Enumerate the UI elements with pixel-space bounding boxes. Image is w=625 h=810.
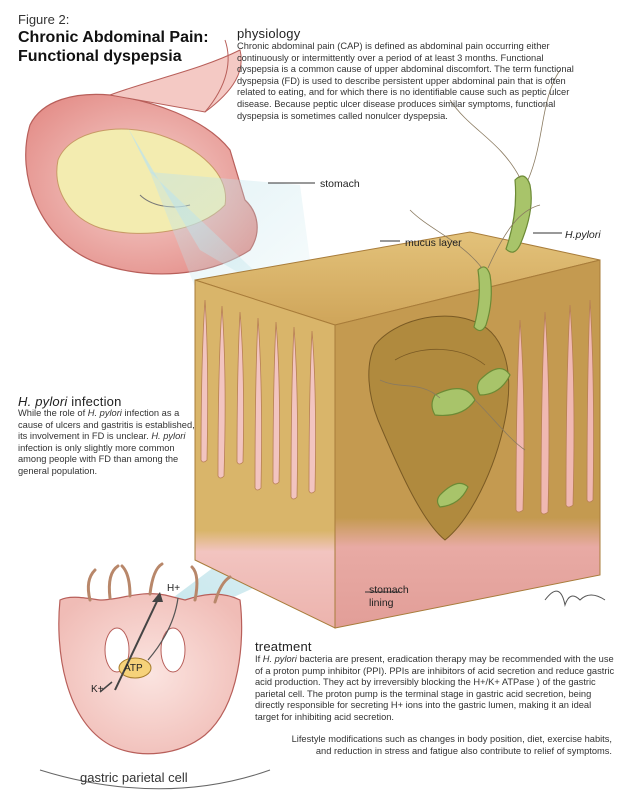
label-stomach: stomach bbox=[320, 178, 360, 190]
label-atp: ATP bbox=[124, 663, 143, 674]
hp-body-em-2: H. pylori bbox=[151, 431, 186, 442]
figure-title: Chronic Abdominal Pain: Functional dyspe… bbox=[18, 29, 209, 65]
label-hpylori: H.pylori bbox=[565, 229, 601, 241]
artist-signature bbox=[544, 590, 606, 607]
label-h-ion: H+ bbox=[167, 583, 181, 594]
label-mucus-layer: mucus layer bbox=[405, 237, 462, 249]
figure-label: Figure 2: bbox=[18, 12, 70, 27]
treatment-title: treatment bbox=[255, 639, 312, 654]
hp-body-2: infection as a cause of ulcers and gastr… bbox=[18, 408, 195, 442]
tr-body-1: If bbox=[255, 654, 263, 664]
callout-lines bbox=[268, 182, 562, 593]
hp-body-1: While the role of bbox=[18, 408, 88, 418]
physiology-title: physiology bbox=[237, 26, 301, 41]
hpylori-bacteria bbox=[431, 175, 532, 508]
tissue-block bbox=[194, 231, 601, 629]
physiology-body: Chronic abdominal pain (CAP) is defined … bbox=[237, 41, 574, 121]
label-k-ion: K+ bbox=[91, 684, 104, 695]
hpylori-infection-body: While the role of H. pylori infection as… bbox=[18, 408, 203, 478]
hpylori-infection-title: H. pylori infection bbox=[18, 394, 122, 409]
label-gastric-parietal-cell: gastric parietal cell bbox=[80, 770, 188, 785]
hpylori-title-italic: H. pylori bbox=[18, 394, 68, 409]
tr-body-em-1: H. pylori bbox=[262, 654, 297, 664]
label-stomach-lining: stomach lining bbox=[369, 584, 409, 609]
hpylori-title-rest: infection bbox=[67, 394, 122, 409]
hp-body-3: infection is only slightly more common a… bbox=[18, 442, 179, 476]
tr-body-2: bacteria are present, eradication therap… bbox=[255, 654, 615, 722]
parietal-cell-drawing bbox=[39, 562, 271, 790]
hp-body-em-1: H. pylori bbox=[87, 408, 122, 418]
treatment-body: If H. pylori bacteria are present, eradi… bbox=[255, 654, 615, 724]
treatment-lifestyle: Lifestyle modifications such as changes … bbox=[291, 734, 612, 756]
